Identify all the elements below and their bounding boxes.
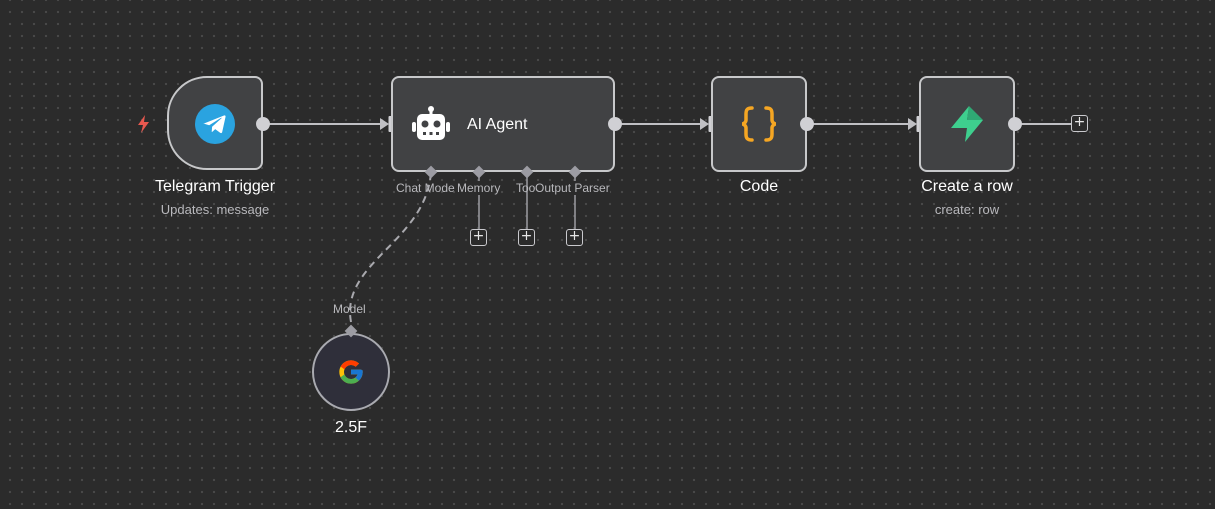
arrow-head	[380, 118, 389, 130]
tool-handle-label: Too	[516, 181, 536, 195]
telegram-trigger-subtitle: Updates: message	[160, 202, 270, 217]
supabase-icon	[947, 104, 987, 144]
code-node[interactable]	[711, 76, 807, 172]
google-icon	[337, 358, 365, 386]
telegram-trigger-title: Telegram Trigger	[154, 178, 276, 195]
add-tool-button[interactable]: +	[518, 229, 535, 246]
model-title: 2.5F	[334, 419, 368, 436]
output-parser-handle-label: Output Parser	[535, 181, 610, 195]
telegram-trigger-node[interactable]	[167, 76, 263, 170]
create-row-subtitle: create: row	[934, 202, 1000, 217]
create-row-title: Create a row	[921, 178, 1013, 195]
code-output-handle[interactable]	[800, 117, 814, 131]
code-title: Code	[739, 178, 779, 195]
create-row-output-handle[interactable]	[1008, 117, 1022, 131]
create-row-node[interactable]	[919, 76, 1015, 172]
memory-handle-label: Memory	[457, 181, 501, 195]
telegram-icon	[195, 104, 235, 144]
arrow-head	[700, 118, 709, 130]
telegram-output-handle[interactable]	[256, 117, 270, 131]
add-output-parser-button[interactable]: +	[566, 229, 583, 246]
model-handle-label: Model	[333, 302, 366, 316]
curly-braces-icon	[737, 102, 781, 146]
lightning-bolt-icon	[136, 114, 152, 139]
robot-icon	[411, 106, 451, 144]
ai-agent-node[interactable]: AI Agent	[391, 76, 615, 172]
arrow-head	[908, 118, 917, 130]
add-next-node-button[interactable]: +	[1071, 115, 1088, 132]
chat-model-handle-label: Chat Mode	[396, 181, 455, 195]
google-model-node[interactable]	[312, 333, 390, 411]
ai-agent-title: AI Agent	[467, 116, 528, 133]
ai-agent-output-handle[interactable]	[608, 117, 622, 131]
add-memory-button[interactable]: +	[470, 229, 487, 246]
